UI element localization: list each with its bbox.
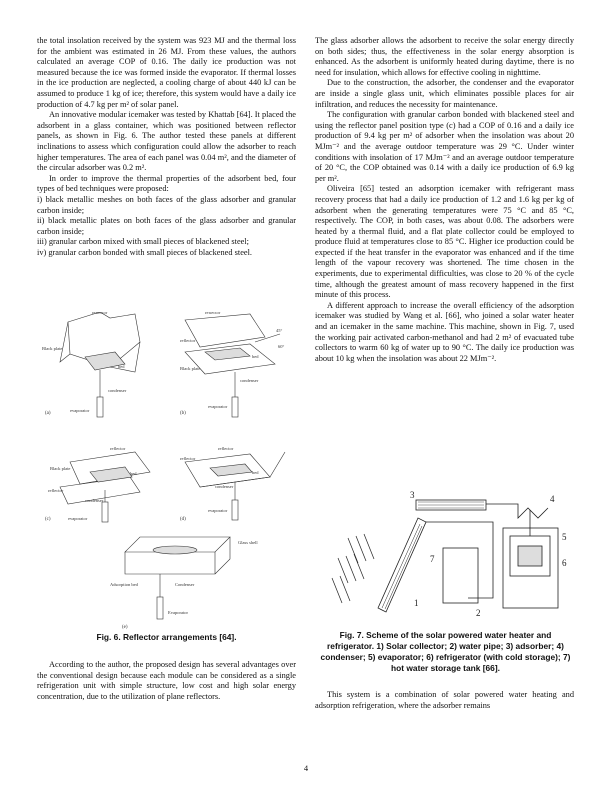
paragraph: An innovative modular icemaker was teste… [37,110,296,173]
water-pipe [426,521,494,599]
adsorber [415,499,487,511]
fig7-scheme-drawing: 3 4 5 6 7 1 2 [331,490,567,618]
fig7-number: 6 [562,558,567,568]
fig6-label: reflector [110,446,126,451]
fig6-label: (d) [180,517,186,522]
condenser [486,503,549,519]
fig6-label: evaporator [208,404,228,409]
fig6-label: evaporator [68,516,88,521]
fig6-label: condenser [215,484,234,489]
panel-c: reflector Black plate bed reflector cond… [45,446,151,523]
fig7-number: 3 [410,490,415,500]
fig6-label: 45° [276,328,283,333]
refrigerator [502,527,559,609]
fig6-label: reflector [180,456,196,461]
fig6-label: bed [118,364,125,369]
fig6-caption: Fig. 6. Reflector arrangements [64]. [96,632,237,642]
right-column: The glass adsorber allows the adsorbent … [315,36,574,364]
paragraph: In order to improve the thermal properti… [37,173,296,194]
hot-water-tank [442,547,479,604]
fig6-label: (b) [180,411,186,416]
fig6-label: Evaporator [168,610,188,615]
fig6-label: condenser [85,498,104,503]
fig7-number: 7 [430,554,435,564]
fig6-label: Adsorption bed [110,582,139,587]
fig7-caption: Fig. 7. Scheme of the solar powered wate… [320,630,571,673]
fig6-label: condenser [108,388,127,393]
paragraph: The configuration with granular carbon b… [315,110,574,183]
sun-rays [331,533,375,604]
fig7-number: 4 [550,494,555,504]
fig6-label: reflector [48,488,64,493]
panel-d: reflector reflector bed condenser evapor… [180,446,286,522]
fig6-label: (a) [45,411,51,416]
list-item: ii) black metallic plates on both faces … [37,216,296,236]
fig6-label: bed [252,470,259,475]
fig6-label: Black plate [50,466,70,471]
fig6-label: Glass shell [238,540,258,545]
fig7-number: 2 [476,608,481,618]
list-item: iii) granular carbon mixed with small pi… [37,237,249,247]
paragraph: Due to the construction, the adsorber, t… [315,78,574,109]
panel-e: Glass shell Adsorption bed Condenser Eva… [110,536,258,630]
panel-b: reflector reflector Black plate bed cond… [180,312,285,418]
fig6-label: (c) [45,517,51,522]
fig6-label: evaporator [70,408,90,413]
fig6-label: (e) [122,625,128,630]
fig6-label: 60° [278,344,285,349]
fig6-label: evaporator [208,508,228,513]
fig6-label: reflector [218,446,234,451]
list-item: iv) granular carbon bonded with small pi… [37,247,253,257]
paragraph: The glass adsorber allows the adsorbent … [315,36,574,77]
fig6-label: Black plate [180,366,200,371]
fig6-reflector-drawing: reflector Black plate bed condenser evap… [42,312,286,630]
fig7-number: 5 [562,532,567,542]
paragraph: the total insolation received by the sys… [37,36,296,109]
solar-collector [377,517,427,613]
fig6-label: condenser [240,378,259,383]
paragraph: A different approach to increase the ove… [315,300,574,363]
fig6-label: reflector [180,338,196,343]
paragraph: According to the author, the proposed de… [37,660,296,701]
fig6-label: bed [130,471,137,476]
paragraph: Oliveira [65] tested an adsorption icema… [315,184,574,300]
fig6-label: Black plate [42,346,62,351]
fig6-label: reflector [92,312,108,315]
fig7-number: 1 [414,598,419,608]
left-column: the total insolation received by the sys… [37,36,296,258]
fig6-label: bed [252,354,259,359]
paragraph: This system is a combination of solar po… [315,690,574,710]
page-number: 4 [303,763,309,773]
panel-a: reflector Black plate bed condenser evap… [42,312,141,418]
fig6-label: Condenser [175,582,195,587]
list-item: i) black metallic meshes on both faces o… [37,194,296,215]
fig6-label: reflector [205,312,221,315]
